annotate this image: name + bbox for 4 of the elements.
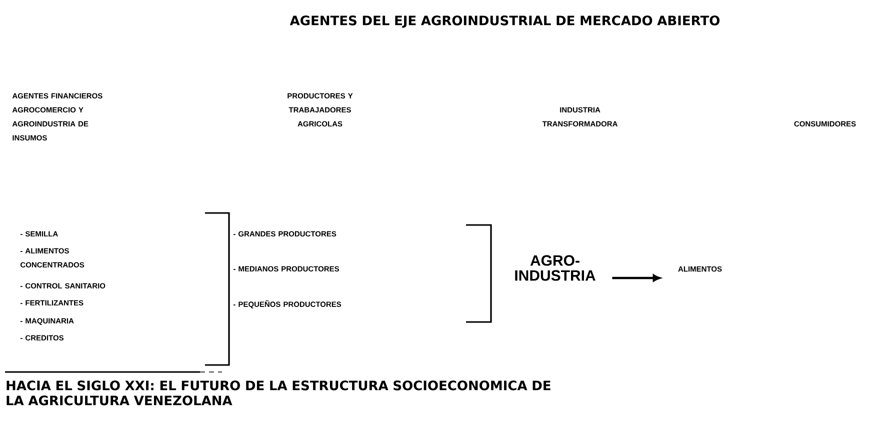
title: AGENTES DEL EJE AGROINDUSTRIAL DE MERCADO ABIERTO: [290, 16, 720, 28]
arrow: [612, 274, 660, 282]
caption: HACIA EL SIGLO XXI: EL FUTURO DE LA ESTRUCTURA SOCIOECONOMICA DE LA AGRICULTURA VENEZOLANA: [6, 380, 550, 406]
process-label: AGRO- INDUSTRIA: [515, 255, 596, 281]
